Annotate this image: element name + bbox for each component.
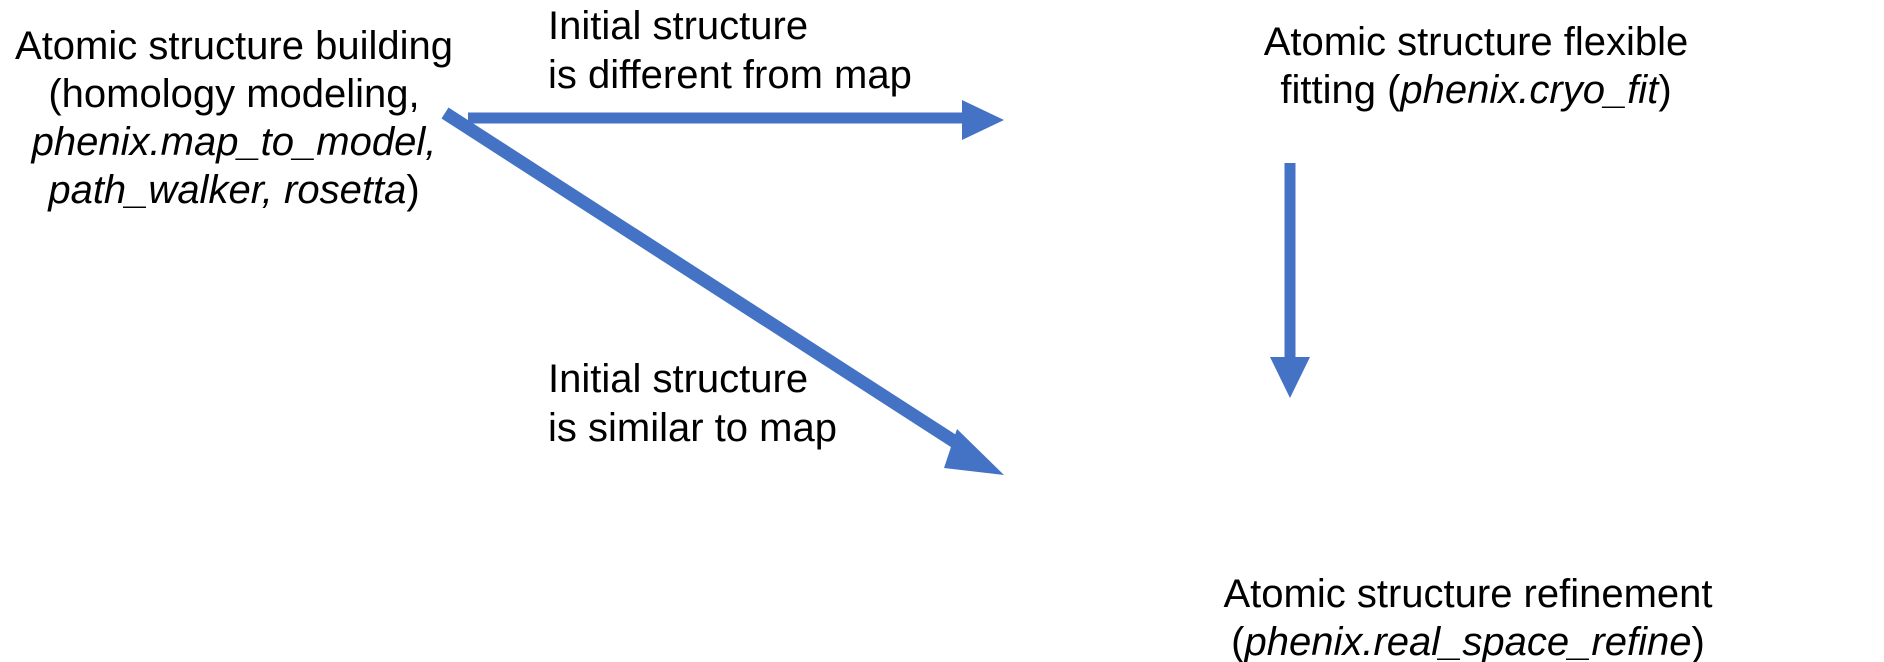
node-atomic-structure-flexible-fitting: Atomic structure flexible fitting (pheni… [1086, 18, 1866, 114]
node-building-line-3: phenix.map_to_model, [8, 118, 460, 166]
node-building-line-4: path_walker, rosetta) [8, 166, 460, 214]
arrow-building-to-flexible-fitting [468, 100, 1004, 140]
node-atomic-structure-building: Atomic structure building (homology mode… [8, 22, 460, 214]
code-path-walker-rosetta: path_walker, rosetta [48, 168, 407, 212]
node-flexfit-line-1: Atomic structure flexible [1263, 20, 1689, 64]
edge-label-similar-line-2: is similar to map [548, 405, 837, 450]
arrow-flexible-fitting-to-refinement [1270, 163, 1310, 398]
code-phenix-cryo-fit: phenix.cryo_fit [1400, 68, 1659, 112]
node-flexfit-line-2-suffix: ) [1658, 68, 1672, 112]
code-phenix-real-space-refine: phenix.real_space_refine [1244, 620, 1692, 662]
edge-label-different-line-1: Initial structure [548, 4, 809, 48]
edge-label-similar-line-1: Initial structure [548, 357, 809, 401]
edge-label-initial-structure-similar: Initial structure is similar to map [548, 355, 837, 453]
arrow-building-to-refinement [441, 107, 1004, 475]
node-building-line-4-paren: ) [406, 168, 420, 212]
node-building-line-2: (homology modeling, [48, 72, 420, 116]
node-atomic-structure-refinement: Atomic structure refinement (phenix.real… [1060, 570, 1876, 662]
node-refine-line-2: (phenix.real_space_refine) [1060, 618, 1876, 662]
node-building-line-1: Atomic structure building [15, 24, 453, 68]
edge-label-different-line-2: is different from map [548, 52, 912, 97]
node-refine-line-2-suffix: ) [1691, 620, 1705, 662]
edge-label-initial-structure-different: Initial structure is different from map [548, 2, 912, 100]
node-flexfit-line-2-prefix: fitting ( [1280, 68, 1401, 112]
code-phenix-map-to-model: phenix.map_to_model, [31, 120, 437, 164]
node-flexfit-line-2: fitting (phenix.cryo_fit) [1086, 66, 1866, 114]
node-refine-line-1: Atomic structure refinement [1223, 572, 1713, 616]
node-refine-line-2-prefix: ( [1231, 620, 1245, 662]
